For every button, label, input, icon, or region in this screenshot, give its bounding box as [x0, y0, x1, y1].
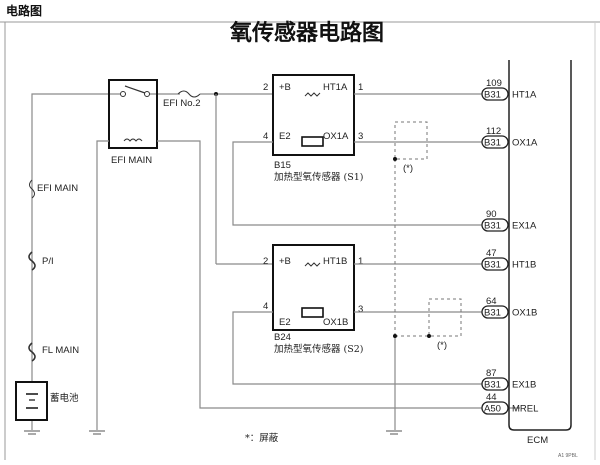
terminal-signal-name: OX1A: [512, 138, 538, 149]
sensor-element-icon: [301, 136, 324, 147]
s1-pin-ox1a: OX1A: [323, 131, 349, 142]
s2-pin-plus-b: +B: [279, 256, 291, 267]
fuse-fl-main-icon: [28, 342, 36, 362]
terminal-pin-number: 64: [486, 296, 497, 307]
terminal-signal-name: EX1B: [512, 380, 536, 391]
connector-oval: [481, 218, 509, 232]
shield-note: *：屏蔽: [245, 432, 279, 444]
s1-pin-1: 1: [358, 82, 363, 93]
s2-pin-4: 4: [263, 301, 268, 312]
terminal-connector: A50: [484, 404, 501, 415]
ecm-label: ECM: [527, 435, 548, 446]
ground-icon: [89, 430, 105, 435]
fuse-efi-no2-label: EFI No.2: [163, 98, 201, 109]
switch-contact-icon: [124, 85, 146, 94]
fuse-efi-no2-icon: [177, 90, 201, 98]
terminal-pin-number: 47: [486, 248, 497, 259]
footer-code: A1 9PBL: [558, 453, 578, 459]
shield-mark-1: (*): [403, 163, 413, 174]
diagram-title: 氧传感器电路图: [229, 20, 384, 46]
battery-icon: [15, 381, 48, 421]
s2-pin-e2: E2: [279, 317, 291, 328]
terminal-pin-number: 44: [486, 392, 497, 403]
connector-oval: [481, 401, 509, 415]
terminal-pin-number: 90: [486, 209, 497, 220]
shield-wiring: [393, 121, 462, 338]
s1-pin-3: 3: [358, 131, 363, 142]
s1-name: 加热型氧传感器 (S1): [274, 171, 364, 183]
terminal-signal-name: OX1B: [512, 308, 537, 319]
ground-icon: [386, 430, 402, 435]
connector-oval: [481, 257, 509, 271]
s2-pin-3: 3: [358, 304, 363, 315]
connector-oval: [481, 87, 509, 101]
s2-name: 加热型氧传感器 (S2): [274, 343, 364, 355]
connector-oval: [481, 377, 509, 391]
s1-pin-ht1a: HT1A: [323, 82, 348, 93]
terminal-pin-number: 109: [486, 78, 502, 89]
ecm-box: [508, 60, 572, 431]
fuse-pi-label: P/I: [42, 256, 54, 267]
fuse-fl-main-label: FL MAIN: [42, 345, 79, 356]
relay-coil-icon: [123, 138, 143, 142]
terminal-connector: B31: [484, 308, 501, 319]
heater-resistor-icon: [304, 262, 321, 267]
s1-pin-e2: E2: [279, 131, 291, 142]
s2-pin-ht1b: HT1B: [323, 256, 347, 267]
terminal-connector: B31: [484, 260, 501, 271]
terminal-signal-name: HT1B: [512, 260, 536, 271]
terminal-connector: B31: [484, 221, 501, 232]
sensor-element-icon: [301, 307, 324, 318]
terminal-connector: B31: [484, 90, 501, 101]
s2-connector: B24: [274, 332, 291, 343]
fuse-efi-main-icon: [29, 179, 35, 199]
fuse-pi-icon: [28, 251, 36, 271]
oxygen-sensor-s1: [272, 74, 355, 156]
terminal-pin-number: 112: [486, 126, 501, 137]
oxygen-sensor-s2: [272, 244, 355, 331]
header-label: 电路图: [6, 3, 42, 18]
terminal-signal-name: MREL: [512, 404, 538, 415]
power-supply-wiring: [31, 92, 273, 430]
ecm-terminals: B31109HT1AB31112OX1AB3190EX1AB3147HT1BB3…: [481, 78, 538, 415]
battery-label: 蓄电池: [50, 392, 79, 404]
s1-pin-4: 4: [263, 131, 268, 142]
ground-icon: [24, 430, 40, 435]
s1-connector: B15: [274, 160, 291, 171]
terminal-connector: B31: [484, 138, 501, 149]
efi-main-relay: [96, 79, 520, 430]
shield-mark-2: (*): [437, 340, 447, 351]
terminal-signal-name: EX1A: [512, 221, 537, 232]
relay-label: EFI MAIN: [111, 155, 152, 166]
s1-pin-2: 2: [263, 82, 268, 93]
terminal-pin-number: 87: [486, 368, 497, 379]
fuse-efi-main-label: EFI MAIN: [37, 183, 78, 194]
s2-pin-1: 1: [358, 256, 363, 267]
heater-resistor-icon: [304, 92, 321, 97]
connector-oval: [481, 305, 509, 319]
terminal-signal-name: HT1A: [512, 90, 537, 101]
connector-oval: [481, 135, 509, 149]
s2-pin-ox1b: OX1B: [323, 317, 348, 328]
s2-pin-2: 2: [263, 256, 268, 267]
terminal-connector: B31: [484, 380, 501, 391]
s1-pin-plus-b: +B: [279, 82, 291, 93]
